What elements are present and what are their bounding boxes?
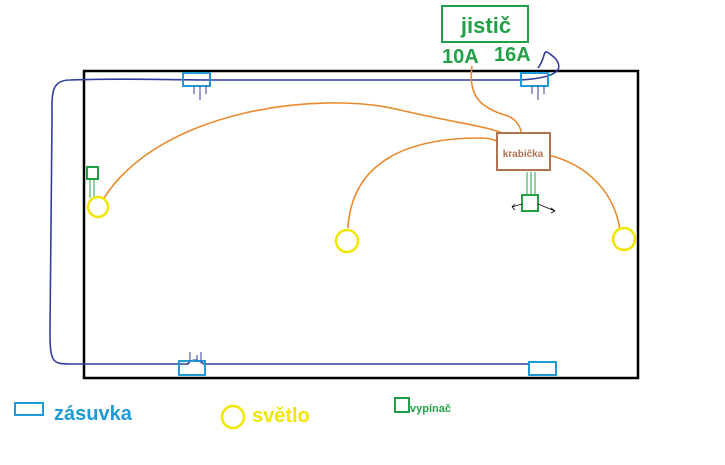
- legend: zásuvka světlo vypínač: [14, 397, 451, 430]
- legend-socket-label: zásuvka: [54, 403, 133, 425]
- junction-box-label: krabička: [503, 149, 544, 160]
- light-left: [86, 195, 110, 219]
- socket-circuit-wire: [49, 51, 560, 365]
- breaker-16a-label: 16A: [494, 44, 531, 66]
- legend-socket-symbol: [14, 402, 44, 416]
- socket-leads: [189, 86, 545, 361]
- switch-center: [521, 194, 539, 212]
- room-outline: [82, 69, 640, 380]
- switch-wires: [89, 172, 536, 198]
- socket-bottom-right: [528, 361, 557, 376]
- legend-switch-label: vypínač: [410, 403, 451, 415]
- legend-light-symbol: [220, 404, 246, 430]
- light-center: [334, 228, 360, 254]
- socket-top-right: [520, 72, 549, 87]
- lighting-wires: [103, 65, 621, 231]
- junction-box-rect: [496, 132, 551, 171]
- legend-switch-symbol: [394, 397, 410, 413]
- breaker-box: [441, 5, 529, 43]
- breaker: jistič 10A 16A: [441, 5, 531, 68]
- socket-bottom-left: [178, 360, 206, 376]
- light-right: [611, 226, 637, 252]
- breaker-label: jistič: [460, 13, 511, 38]
- breaker-10a-label: 10A: [442, 46, 479, 68]
- sockets: [178, 72, 557, 376]
- wire-box-to-light-center: [347, 137, 501, 229]
- switch-left: [86, 166, 99, 180]
- legend-light-label: světlo: [252, 405, 310, 427]
- lights: [86, 195, 637, 254]
- wire-breaker-to-box: [470, 65, 523, 139]
- switches: [86, 166, 539, 212]
- socket-top-left: [182, 72, 211, 87]
- junction-box: krabička: [496, 132, 551, 171]
- wire-box-to-light-right: [547, 154, 621, 231]
- switch-arrows: [511, 203, 556, 214]
- wire-box-to-light-left: [103, 102, 507, 199]
